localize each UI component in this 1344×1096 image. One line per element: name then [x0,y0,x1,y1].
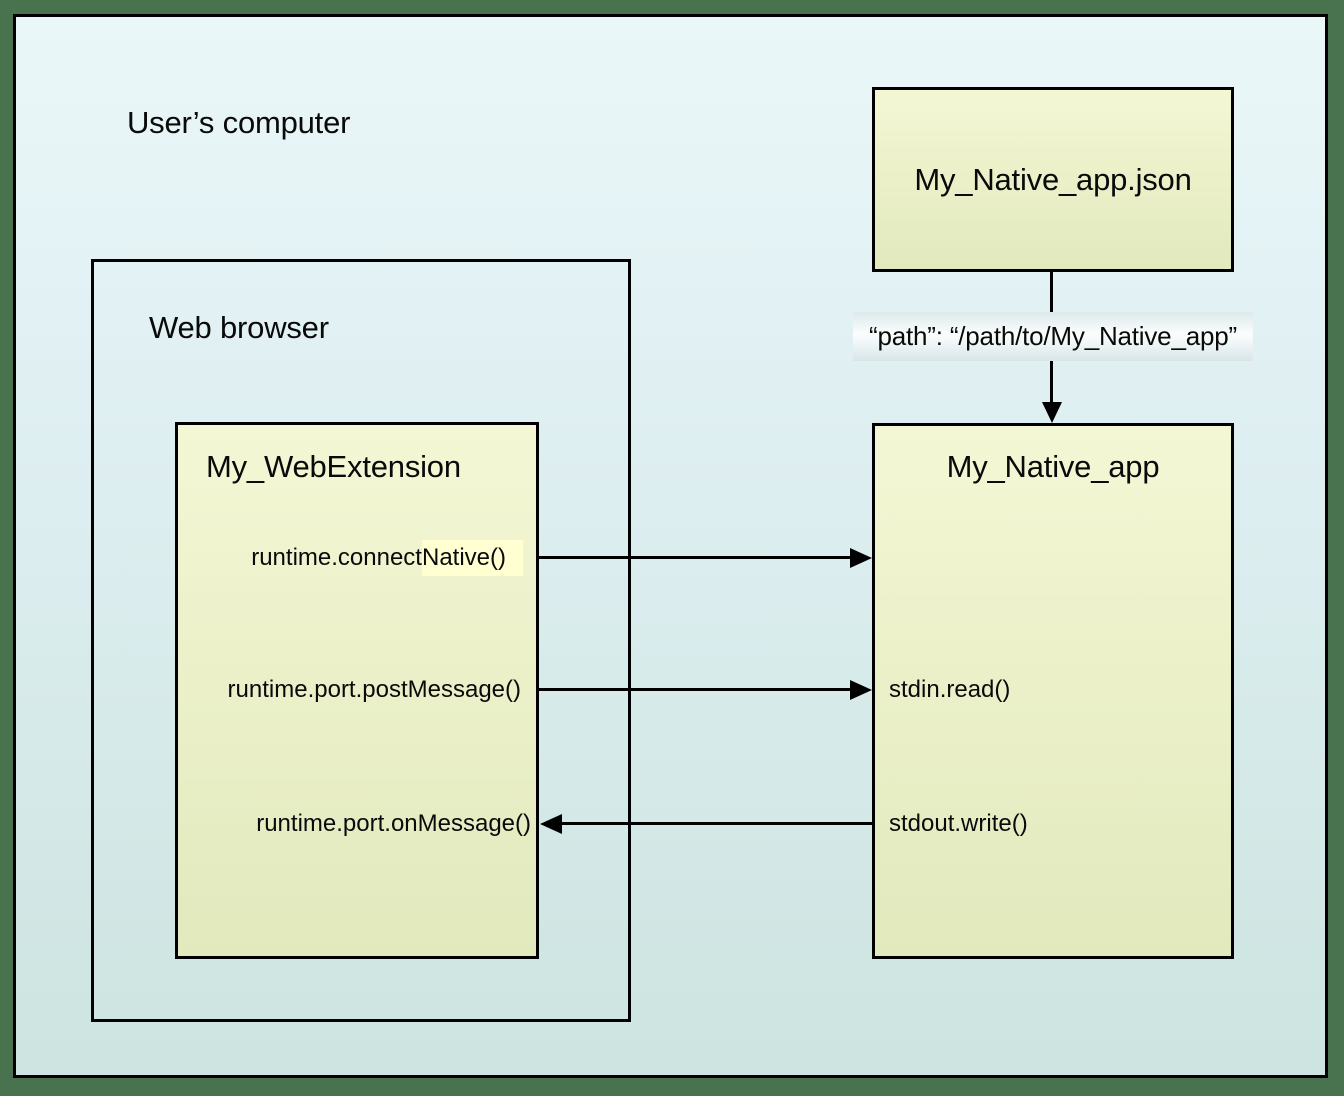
users-computer-label: User’s computer [127,105,351,140]
web-browser-box [91,259,631,1022]
on-message-method: runtime.port.onMessage() [256,810,531,837]
post-message-arrow-line [538,688,852,691]
connect-native-highlight: Native() [421,540,523,576]
native-json-box: My_Native_app.json [872,87,1234,272]
web-browser-label: Web browser [149,310,329,345]
native-app-box [872,423,1234,959]
connect-native-arrowhead-right-icon [850,548,872,568]
json-to-app-arrowhead-down-icon [1042,402,1062,423]
stdout-write-method: stdout.write() [889,810,1028,837]
path-annotation-bar: “path”: “/path/to/My_Native_app” [853,312,1253,361]
post-message-method: runtime.port.postMessage() [227,676,521,703]
connect-native-prefix: runtime.connect [251,544,422,571]
webextension-box [175,422,539,959]
native-json-title: My_Native_app.json [914,161,1192,197]
stdin-read-method: stdin.read() [889,676,1011,703]
native-app-title: My_Native_app [946,449,1160,484]
connect-native-method: runtime.connectNative() [175,540,523,576]
webextension-title: My_WebExtension [206,449,461,484]
on-message-arrow-line [558,822,872,825]
on-message-arrowhead-left-icon [540,814,562,834]
post-message-arrowhead-right-icon [850,680,872,700]
path-annotation-label: “path”: “/path/to/My_Native_app” [869,321,1237,351]
connect-native-arrow-line [538,556,852,559]
